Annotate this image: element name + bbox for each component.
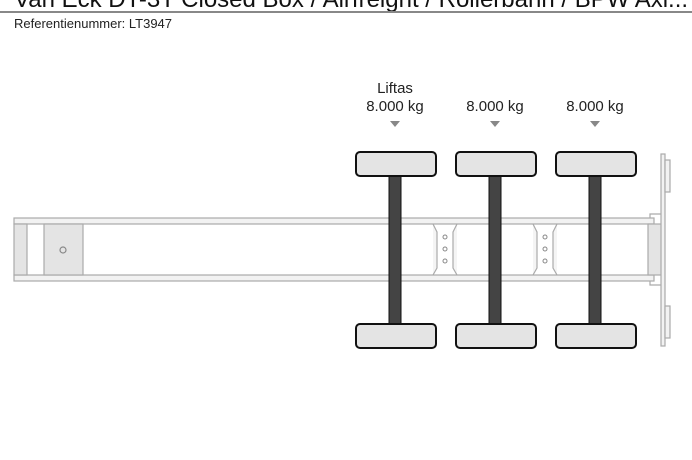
axle-3-load: 8.000 kg [566,98,624,115]
axle-1-note: Liftas [377,80,413,97]
marker-3 [590,121,600,127]
axle-2 [455,151,537,349]
axles [355,151,637,349]
reference-number: Referentienummer: LT3947 [14,16,173,31]
load-markers [390,121,600,127]
marker-2 [490,121,500,127]
page-title: Van Eck DT-3T Closed Box / Airfreight / … [14,0,688,14]
axle-1 [355,151,437,349]
chassis [13,153,671,347]
axle-3 [555,151,637,349]
divider [0,11,692,13]
axle-2-load: 8.000 kg [466,98,524,115]
axle-1-load: 8.000 kg [366,98,424,115]
marker-1 [390,121,400,127]
